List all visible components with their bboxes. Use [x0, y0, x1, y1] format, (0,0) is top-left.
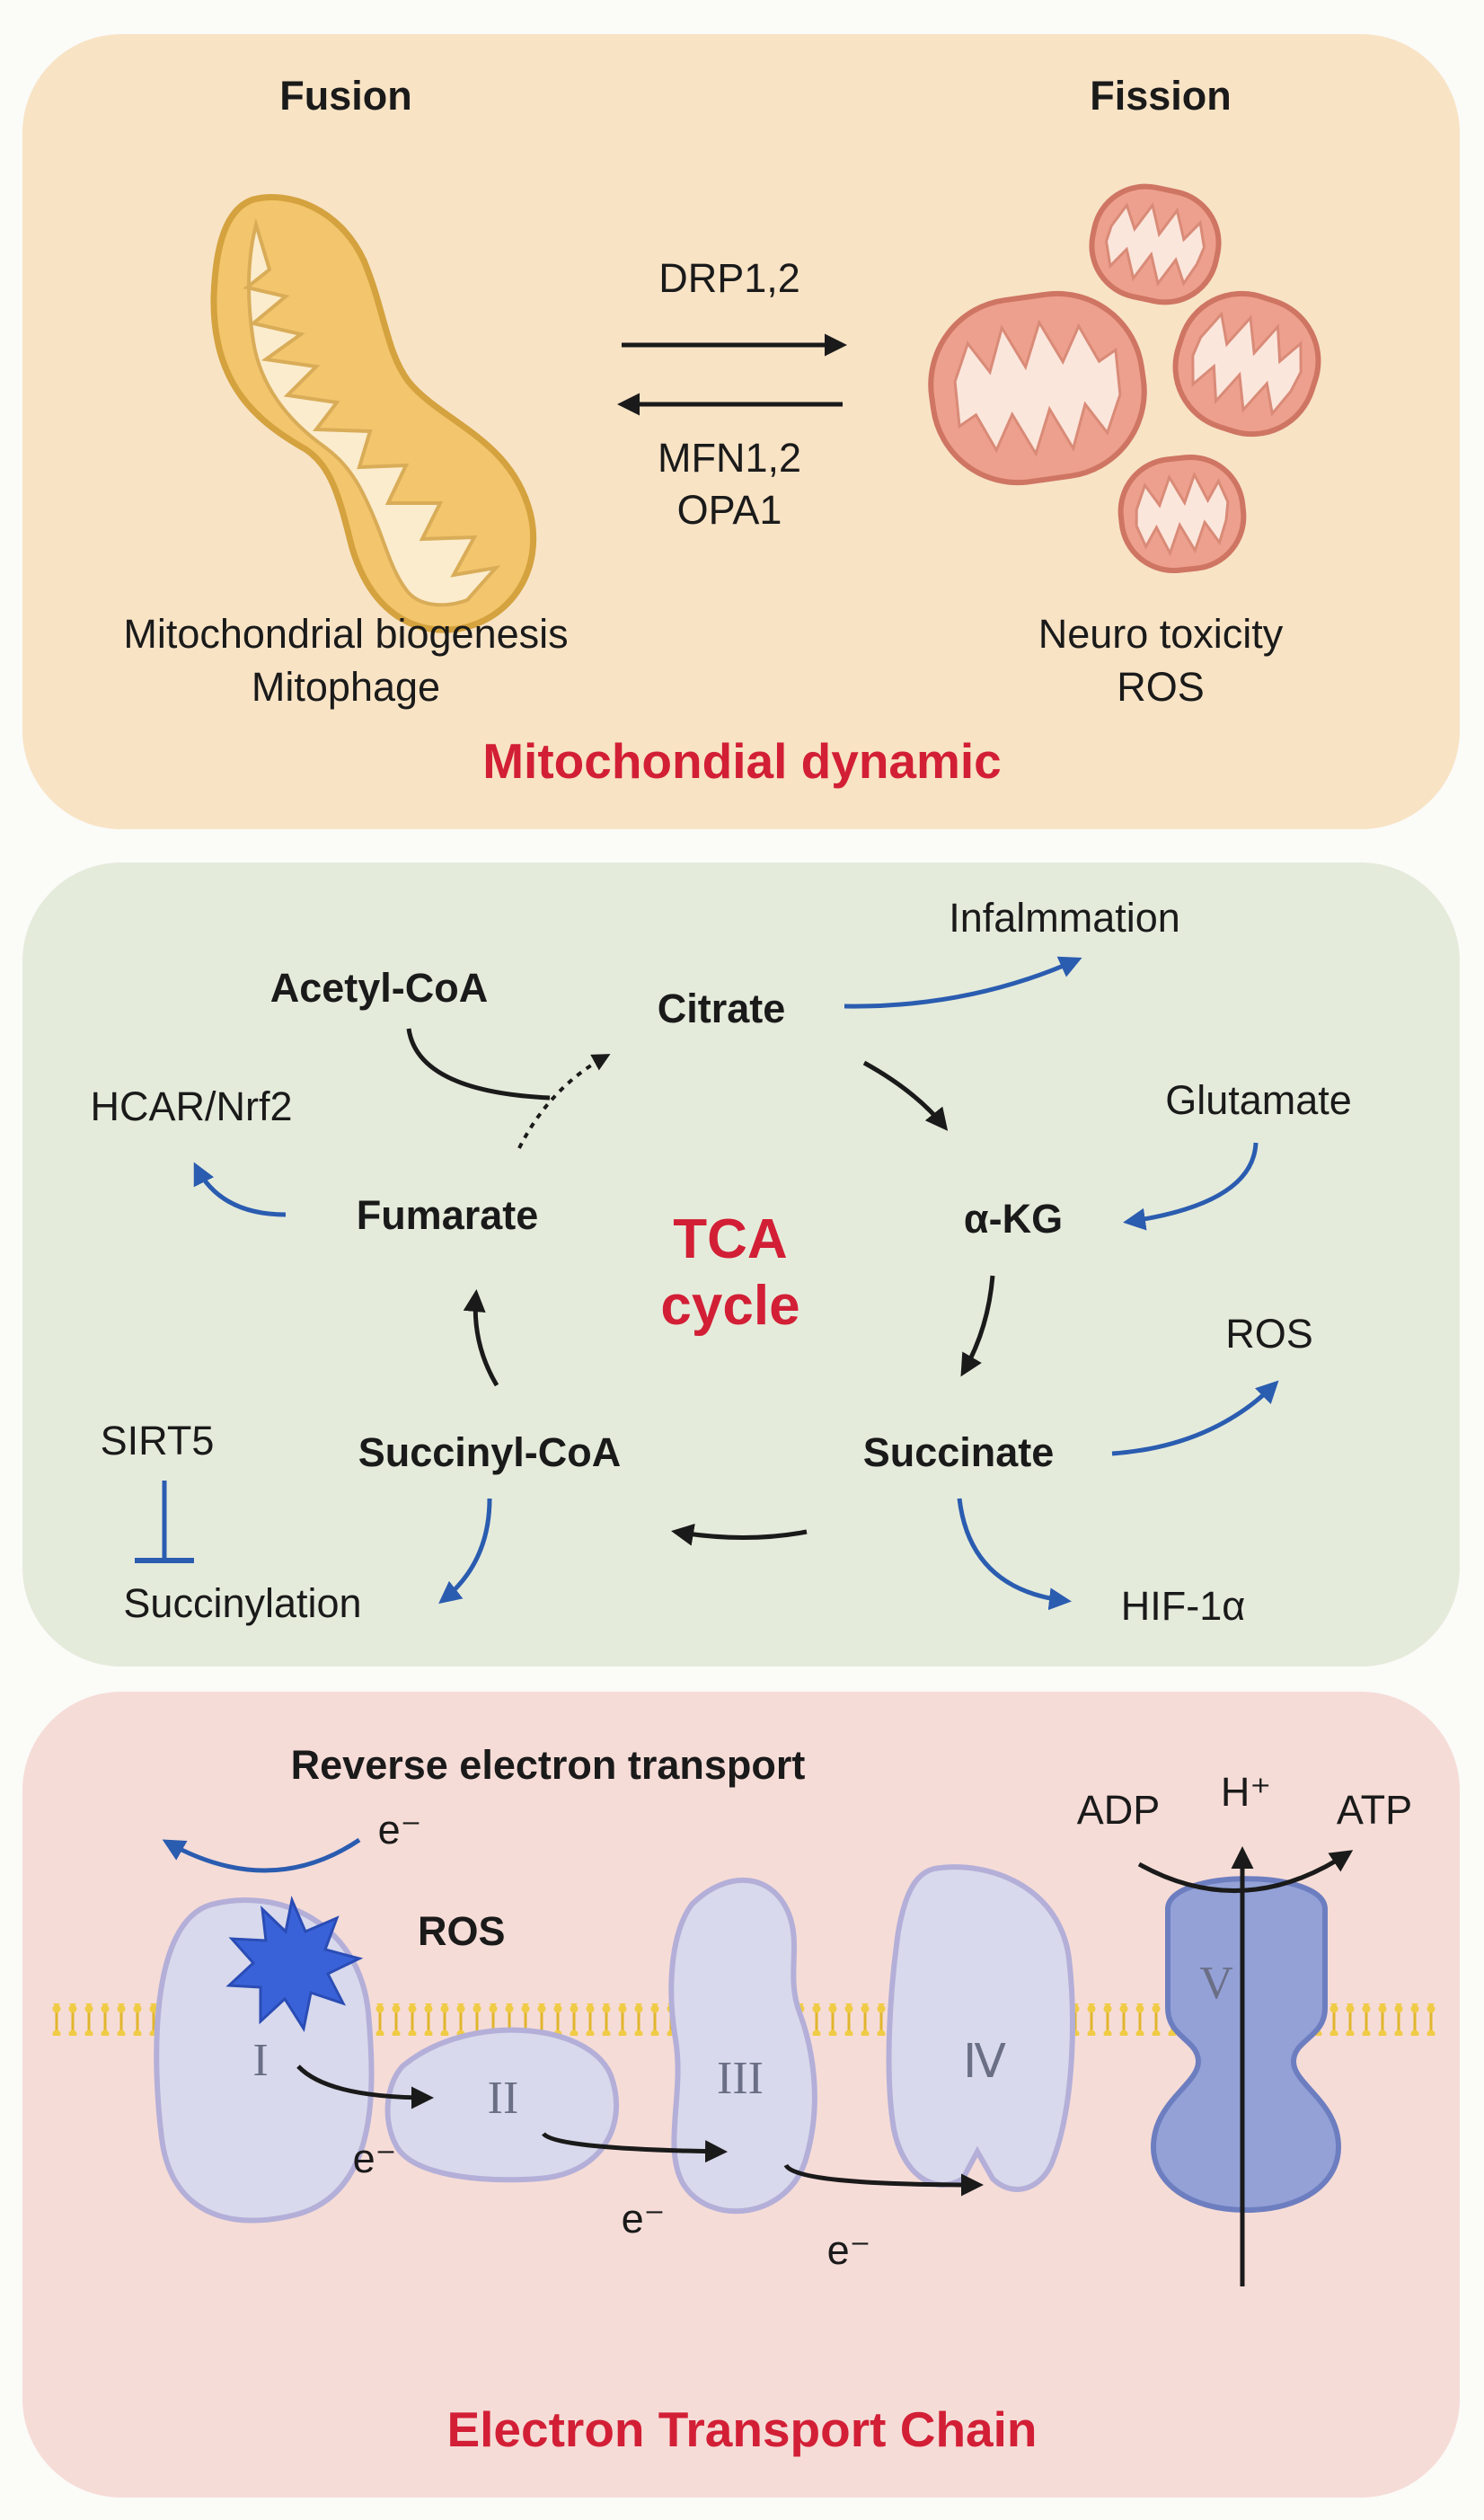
succinate-label: Succinate	[863, 1429, 1055, 1475]
sirt5-inhibition-icon	[135, 1481, 194, 1563]
citrate-label: Citrate	[658, 986, 786, 1031]
e-flow-3-arrow	[783, 2163, 984, 2197]
fission-effect-1: Neuro toxicity	[1038, 611, 1284, 657]
citrate-to-akg-arrow	[862, 1060, 949, 1131]
mfn-label: MFN1,2	[658, 435, 801, 481]
ros-tca-label: ROS	[1225, 1311, 1313, 1357]
acetyl-to-citrate-arrow	[406, 1028, 551, 1101]
succinate-to-succinyl-arrow	[671, 1523, 808, 1546]
succinyl-coa-label: Succinyl-CoA	[358, 1429, 622, 1475]
fission-effect-2: ROS	[1117, 664, 1205, 710]
drp-label: DRP1,2	[658, 255, 800, 301]
fusion-effect-1: Mitochondrial biogenesis	[123, 611, 568, 657]
e-top-label: e⁻	[378, 1807, 422, 1852]
panel-tca-cycle	[22, 862, 1460, 1667]
complex-iv: Ⅳ	[886, 1864, 1075, 2192]
complex-i-label: I	[252, 2035, 268, 2086]
hcar-label: HCAR/Nrf2	[90, 1083, 292, 1129]
sirt5-label: SIRT5	[101, 1418, 215, 1463]
hif-label: HIF-1α	[1121, 1583, 1246, 1629]
atp-label: ATP	[1337, 1787, 1412, 1833]
succinate-to-ros-arrow	[1111, 1380, 1279, 1456]
fusion-effect-2: Mitophage	[252, 664, 440, 710]
succinyl-to-succinylation-arrow	[438, 1498, 492, 1605]
fusion-label: Fusion	[279, 73, 411, 119]
complex-iv-label: Ⅳ	[963, 2037, 1006, 2088]
ros-burst-icon	[225, 1895, 364, 2032]
fragmented-mitochondria-icon	[928, 183, 1321, 574]
ros-etc-label: ROS	[418, 1908, 506, 1954]
e3-label: e⁻	[827, 2227, 871, 2273]
h-plus-label: H⁺	[1221, 1769, 1271, 1815]
adp-to-atp-arrow	[1137, 1850, 1354, 1894]
panel3-title: Electron Transport Chain	[446, 2401, 1037, 2457]
akg-label: α-KG	[964, 1196, 1063, 1242]
adp-label: ADP	[1077, 1787, 1161, 1833]
fumarate-to-hcar-arrow	[193, 1162, 287, 1217]
inflammation-label: Infalmmation	[949, 895, 1180, 941]
opa1-label: OPA1	[677, 487, 782, 533]
fumarate-label: Fumarate	[357, 1192, 539, 1238]
e2-label: e⁻	[622, 2196, 666, 2241]
succinylation-label: Succinylation	[123, 1580, 361, 1626]
complex-iii-label: III	[717, 2053, 764, 2104]
tca-title-2: cycle	[660, 1275, 799, 1337]
complex-iii: III	[668, 1877, 817, 2215]
e1-label: e⁻	[353, 2135, 397, 2181]
glutamate-to-akg-arrow	[1123, 1142, 1259, 1231]
complex-v-label: V	[1199, 1958, 1233, 2009]
succinyl-to-fumarate-arrow	[463, 1289, 499, 1387]
citrate-to-inflammation-arrow	[844, 956, 1082, 1009]
e-flow-2-arrow	[542, 2132, 728, 2163]
fumarate-to-citrate-dotted-arrow	[517, 1054, 611, 1149]
complex-ii: II	[384, 2027, 620, 2183]
tca-title-1: TCA	[673, 1208, 787, 1270]
fission-label: Fission	[1090, 73, 1232, 119]
acetyl-coa-label: Acetyl-CoA	[270, 965, 489, 1011]
e-flow-1-arrow	[296, 2065, 434, 2109]
glutamate-label: Glutamate	[1165, 1077, 1352, 1123]
reverse-transport-arrow	[162, 1837, 361, 1873]
succinate-to-hif-arrow	[957, 1498, 1072, 1611]
complex-v-atp-synthase: V	[1150, 1876, 1342, 2214]
panel1-title: Mitochondial dynamic	[482, 733, 1002, 789]
fused-mitochondrion-icon	[210, 194, 537, 633]
complex-ii-label: II	[488, 2073, 519, 2124]
ret-label: Reverse electron transport	[291, 1742, 806, 1788]
akg-to-succinate-arrow	[960, 1275, 995, 1377]
